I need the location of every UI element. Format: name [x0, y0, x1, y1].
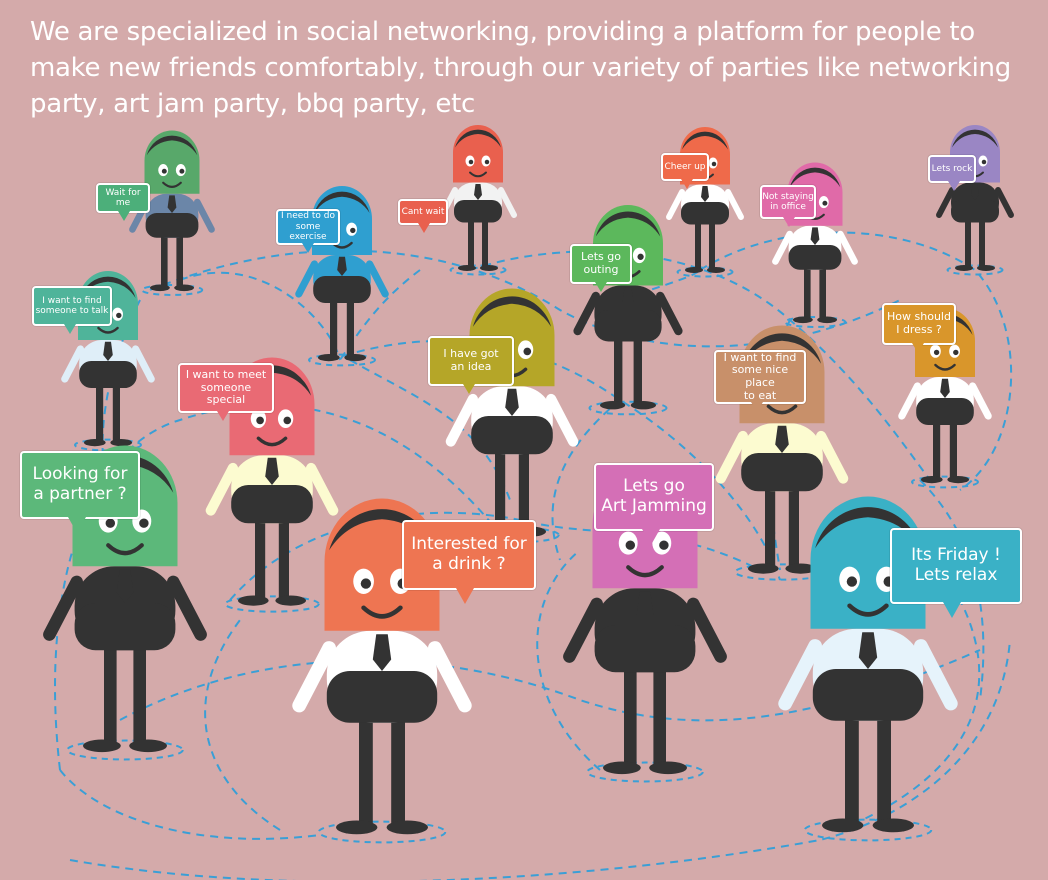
speech-bubble-find-eat: I want to find some nice place to eat — [714, 350, 806, 412]
ground-shadow — [66, 739, 184, 761]
network-line — [469, 250, 931, 481]
ground-shadow — [946, 264, 1004, 276]
speech-bubble-art-jamming: Lets go Art Jamming — [594, 463, 714, 545]
speech-bubble-lets-go-outing: Lets go outing — [570, 244, 632, 292]
ground-shadow — [588, 400, 668, 416]
ground-shadow — [308, 353, 376, 367]
ground-shadow — [449, 264, 507, 276]
ground-shadow — [224, 595, 320, 613]
speech-bubble-cheer-up: Cheer up — [661, 153, 709, 189]
character-purple-small — [936, 125, 1014, 271]
speech-bubble-meet-special: I want to meet someone special — [178, 363, 274, 421]
ground-shadow — [676, 266, 734, 278]
speech-bubble-got-idea: I have got an idea — [428, 336, 514, 394]
character-orange-small — [666, 127, 744, 273]
speech-bubble-friday: Its Friday ! Lets relax — [890, 528, 1022, 618]
ground-shadow — [803, 818, 933, 842]
speech-bubble-need-exercise: I need to do some exercise — [276, 209, 340, 253]
network-line — [329, 339, 781, 581]
character-blue-girl — [295, 186, 389, 362]
network-line — [699, 231, 1013, 491]
speech-bubble-how-dress: How should I dress ? — [882, 303, 956, 353]
character-red-small — [439, 125, 517, 271]
characters — [43, 125, 1014, 835]
ground-shadow — [317, 820, 447, 844]
character-green-waving — [573, 205, 683, 410]
ground-shadow — [911, 475, 979, 489]
speech-bubble-drink: Interested for a drink ? — [402, 520, 536, 604]
page-headline: We are specialized in social networking,… — [30, 17, 1011, 119]
network-line — [54, 404, 521, 771]
network-line — [59, 769, 321, 840]
speech-bubble-cant-wait: Cant wait — [398, 199, 448, 233]
character-olive-glasses — [445, 288, 579, 537]
ground-shadow — [586, 761, 704, 783]
network-line — [339, 269, 421, 361]
speech-bubble-looking-partner: Looking for a partner ? — [20, 451, 140, 533]
network-line — [179, 271, 341, 361]
speech-bubble-not-staying: Not staying in office — [760, 185, 816, 227]
ground-shadow — [783, 316, 847, 328]
character-green-small — [129, 130, 215, 292]
network-line — [204, 619, 281, 831]
speech-bubble-find-someone: I want to find someone to talk — [32, 286, 112, 334]
ground-shadow — [140, 284, 204, 296]
speech-bubble-wait-for-me: Wait for me — [96, 183, 150, 221]
speech-bubble-lets-rock: Lets rock — [928, 155, 976, 191]
